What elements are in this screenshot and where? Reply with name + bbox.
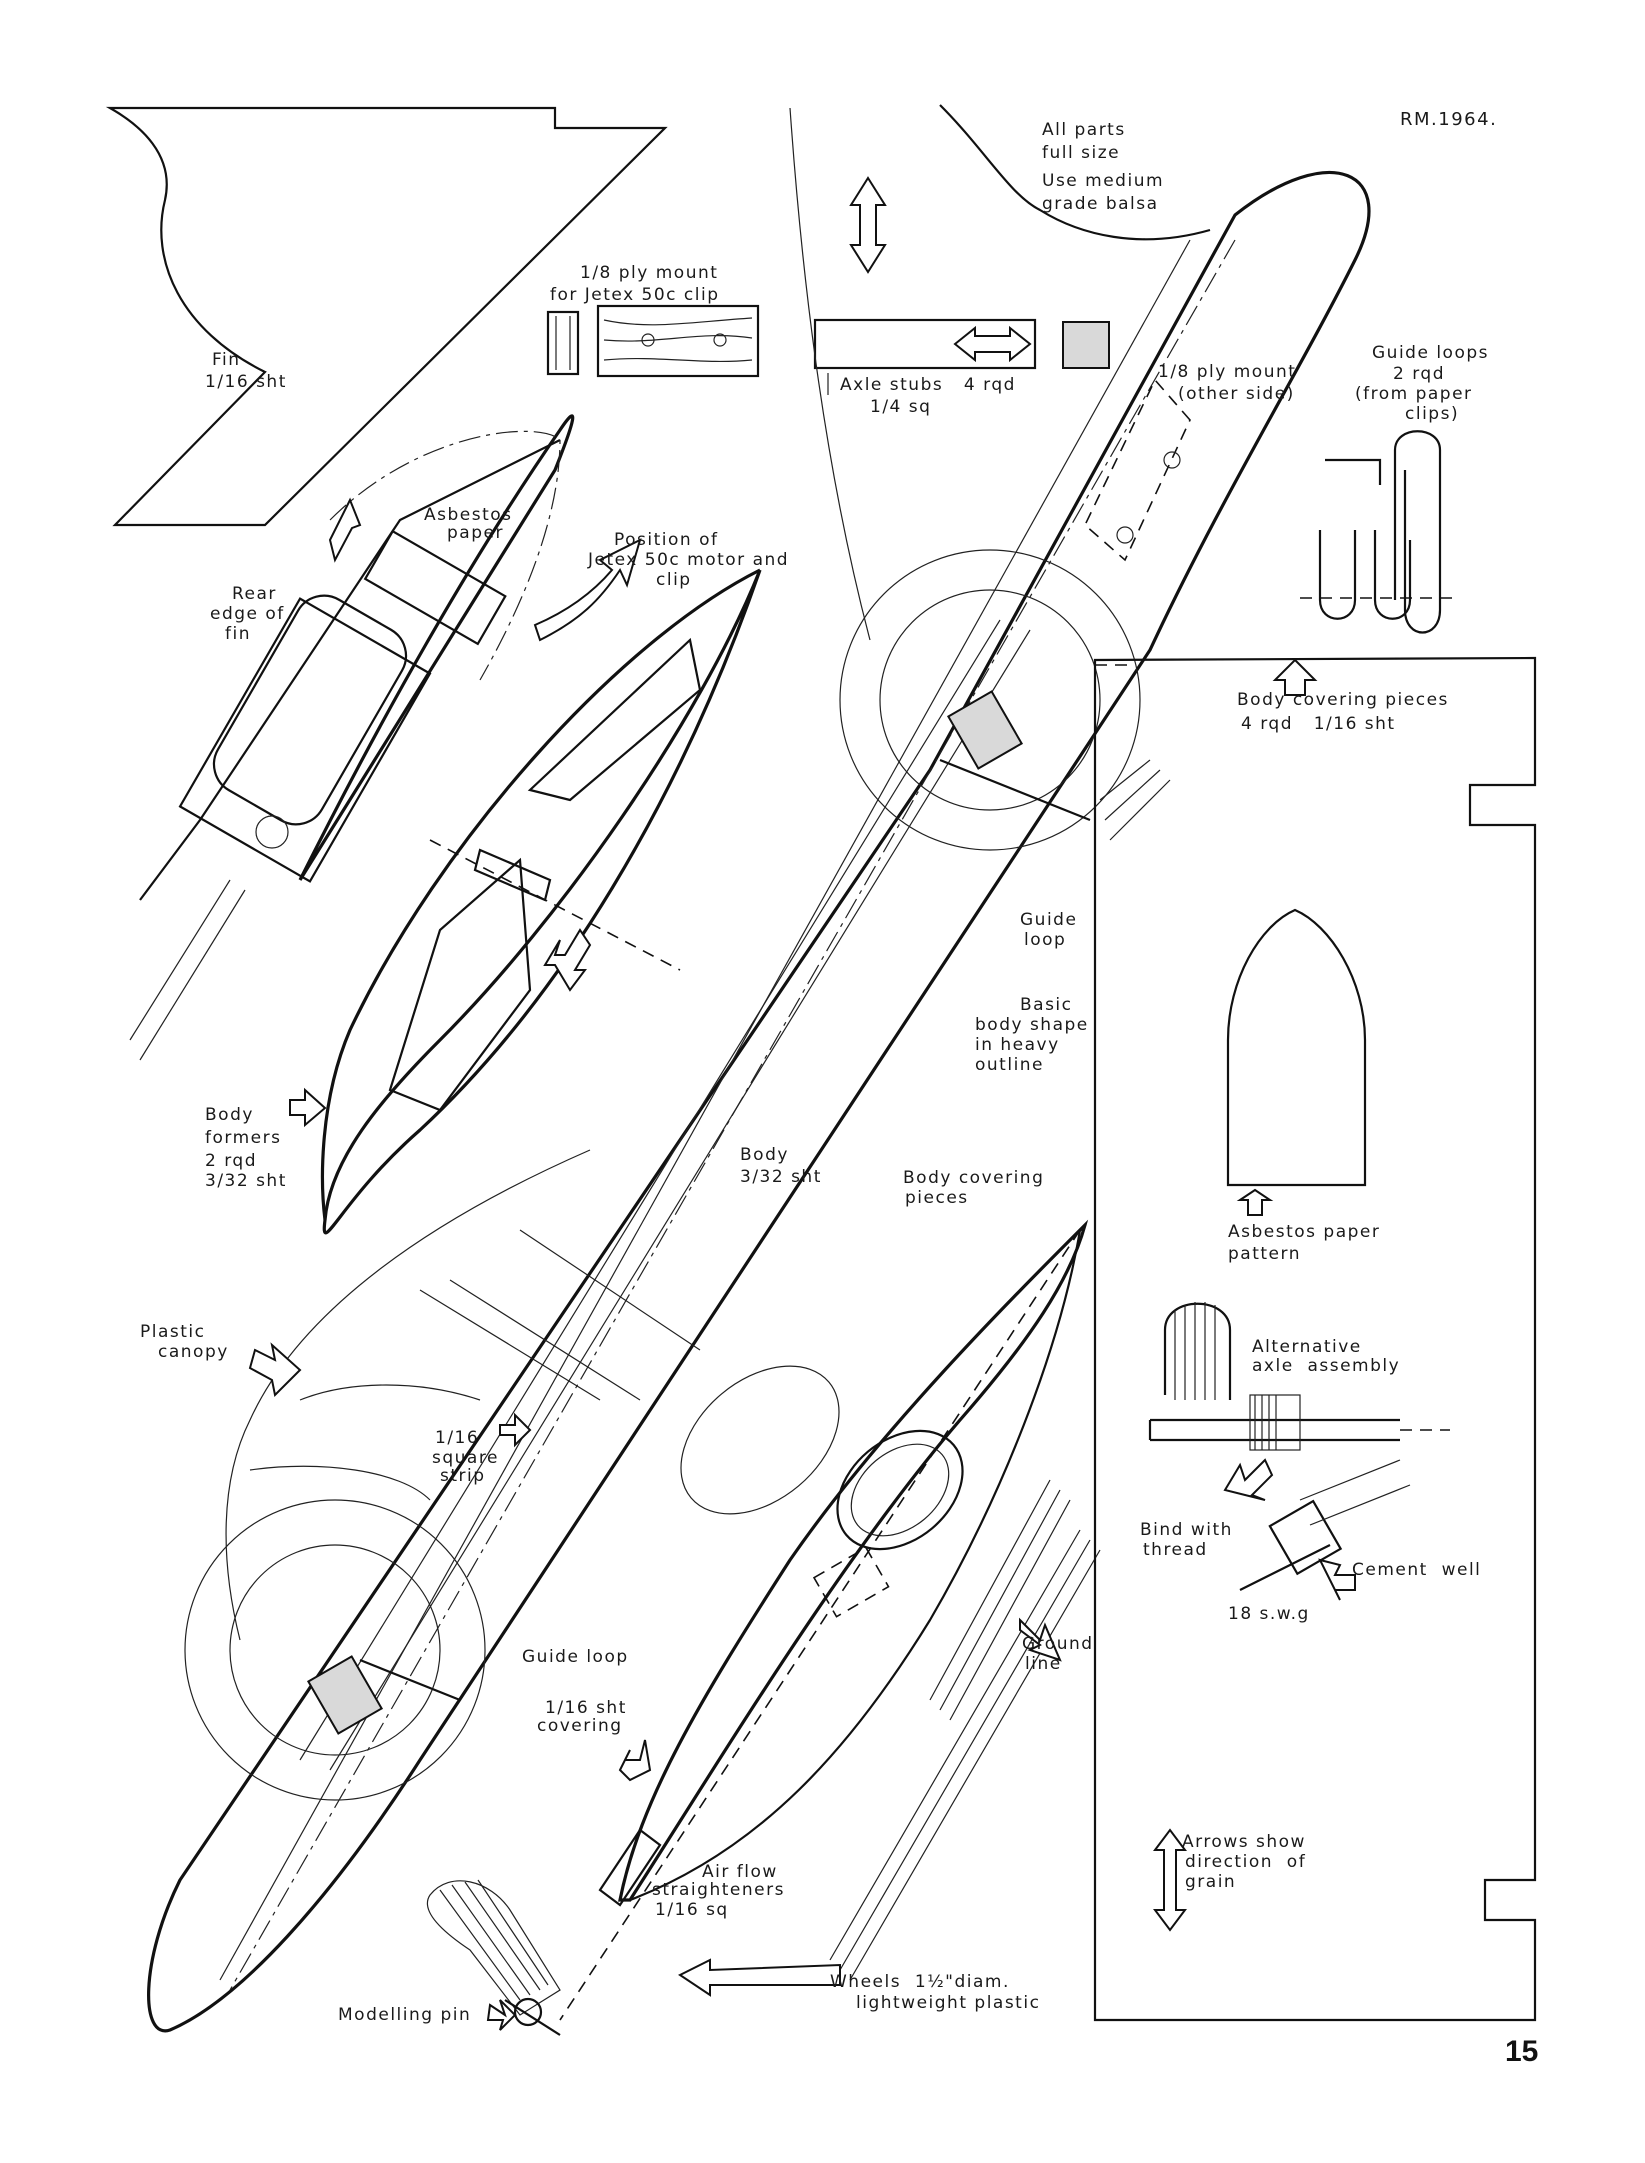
note-line-1: All parts — [1042, 120, 1126, 140]
note-line-2: full size — [1042, 143, 1121, 163]
main-body — [147, 170, 1371, 2033]
square-strip-2: square — [432, 1448, 499, 1468]
body-label: Body — [740, 1145, 789, 1165]
guide-loop-lower: Guide loop — [522, 1647, 629, 1667]
rear-edge-label-2: edge of — [210, 604, 285, 624]
body-former — [289, 568, 762, 1235]
note-line-4: grade balsa — [1042, 194, 1159, 214]
asbestos-label-2: paper — [447, 523, 504, 543]
air-flow-3: 1/16 sq — [655, 1900, 729, 1920]
alternative-axle — [1148, 1302, 1450, 1601]
ground-line-1: Ground — [1022, 1634, 1094, 1654]
asbestos-pattern: Asbestos paper — [1228, 1222, 1381, 1242]
guide-line-a — [789, 107, 871, 641]
ply-mount-other-2: (other side) — [1178, 384, 1295, 404]
alt-axle-2: axle assembly — [1252, 1356, 1401, 1376]
note-line-3: Use medium — [1042, 171, 1165, 191]
ply-mount-other: 1/8 ply mount — [1158, 362, 1297, 382]
arrows-grain-1: Arrows show — [1182, 1832, 1306, 1852]
basic-shape-2: body shape — [975, 1015, 1089, 1035]
plastic-canopy-2: canopy — [158, 1342, 229, 1362]
position-motor-3: clip — [656, 570, 692, 590]
body-formers-1: Body — [205, 1105, 254, 1125]
wheels-1: Wheels 1½"diam. — [830, 1972, 1010, 1992]
guide-loops-qty: 2 rqd — [1393, 364, 1445, 384]
rear-edge-label-3: fin — [225, 624, 251, 644]
body-formers-2: formers — [205, 1128, 282, 1148]
body-formers-4: 3/32 sht — [205, 1171, 287, 1191]
ply-mount-label: 1/8 ply mount — [580, 263, 719, 283]
body-covering-panel — [1093, 656, 1537, 2022]
body-formers-3: 2 rqd — [205, 1151, 257, 1171]
fin-part — [105, 106, 668, 527]
plan-credit: RM.1964. — [1400, 109, 1498, 130]
basic-shape-1: Basic — [1020, 995, 1073, 1015]
body-covering-pieces: Body covering — [903, 1168, 1045, 1188]
asbestos-label: Asbestos — [424, 505, 513, 525]
body-covering-4-qty: 4 rqd 1/16 sht — [1241, 714, 1396, 734]
axle-stubs — [813, 318, 1110, 395]
body-sheet: 3/32 sht — [740, 1167, 822, 1187]
asbestos-pattern-2: pattern — [1228, 1244, 1301, 1264]
body-covering-pieces-2: pieces — [905, 1188, 969, 1208]
guide-loops-clips: clips) — [1405, 404, 1460, 424]
rear-motor-assembly — [129, 414, 642, 1061]
position-motor: Position of — [614, 530, 719, 550]
sht-covering-2: covering — [537, 1716, 623, 1736]
ground-line-2: line — [1025, 1654, 1062, 1674]
tail-contour — [939, 104, 1211, 241]
front-assembly — [559, 1219, 1101, 2021]
air-flow-1: Air flow — [702, 1862, 778, 1882]
wire-gauge: 18 s.w.g — [1228, 1604, 1310, 1624]
sht-covering-1: 1/16 sht — [545, 1698, 627, 1718]
guide-loops-label: Guide loops — [1372, 343, 1489, 363]
square-strip-1: 1/16 — [435, 1428, 480, 1448]
fin-sheet: 1/16 sht — [205, 372, 287, 392]
guide-loops-from: (from paper — [1355, 384, 1473, 404]
basic-shape-3: in heavy — [975, 1035, 1060, 1055]
arrows-grain-2: direction of — [1185, 1852, 1307, 1872]
guide-loop-upper: Guide — [1020, 910, 1078, 930]
alt-axle-1: Alternative — [1252, 1337, 1362, 1357]
plastic-canopy-1: Plastic — [140, 1322, 206, 1342]
guide-loop-upper-2: loop — [1024, 930, 1067, 950]
basic-shape-4: outline — [975, 1055, 1045, 1075]
cement-well: Cement well — [1352, 1560, 1482, 1580]
plastic-canopy — [225, 1149, 701, 1641]
axle-stubs-label: Axle stubs 4 rqd — [840, 375, 1016, 395]
ply-mount-label-2: for Jetex 50c clip — [550, 285, 720, 305]
guide-loops — [1300, 430, 1460, 634]
rear-edge-label: Rear — [232, 584, 277, 604]
grain-arrow-top — [849, 176, 887, 274]
square-strip-3: strip — [440, 1466, 486, 1486]
modelling-pin: Modelling pin — [338, 2005, 472, 2025]
wheels-2: lightweight plastic — [856, 1993, 1041, 2013]
body-covering-4-label: Body covering pieces — [1237, 690, 1449, 710]
ply-mount-clip — [546, 304, 760, 378]
bind-thread-1: Bind with — [1140, 1520, 1233, 1540]
page-number: 15 — [1505, 2035, 1539, 2068]
bind-thread-2: thread — [1143, 1540, 1208, 1560]
wheel-pin — [426, 1879, 841, 2036]
air-flow-2: straighteners — [652, 1880, 785, 1900]
arrows-grain-3: grain — [1185, 1872, 1237, 1892]
fin-label: Fin — [212, 350, 241, 370]
axle-stubs-size: 1/4 sq — [870, 397, 932, 417]
position-motor-2: Jetex 50c motor and — [588, 550, 790, 570]
